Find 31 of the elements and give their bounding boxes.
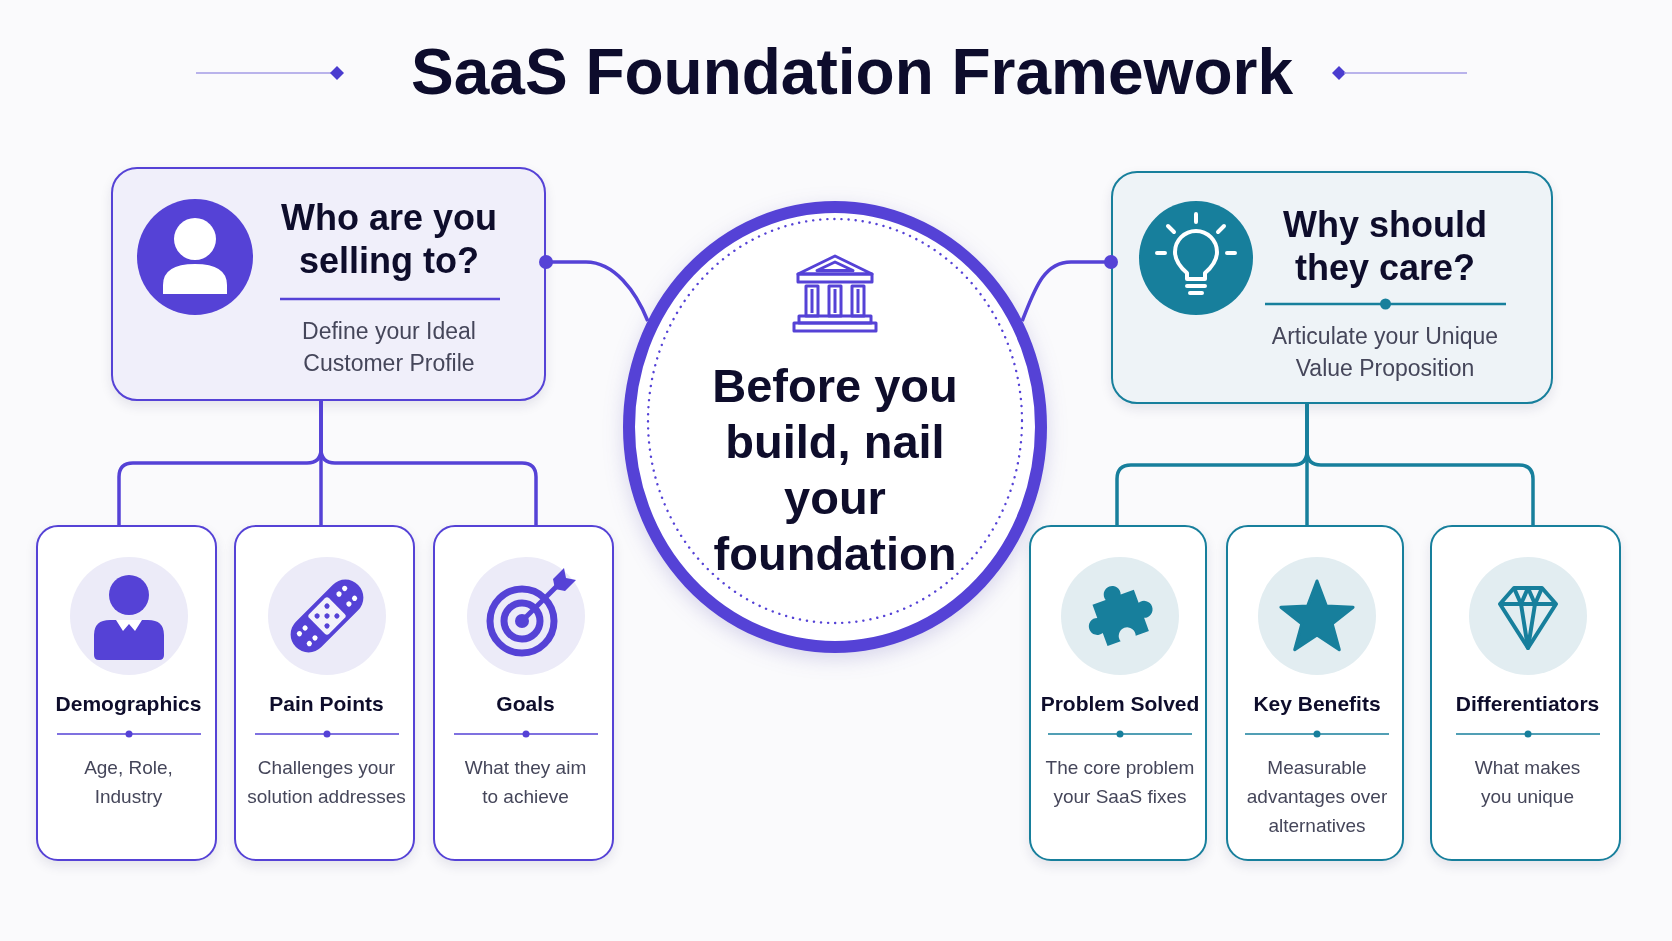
card-title: Problem Solved	[1040, 691, 1200, 717]
topic-card	[36, 525, 217, 861]
central-text: Before you build, nail your foundation	[711, 358, 959, 582]
diagram-title: SaaS Foundation Framework	[411, 35, 1293, 110]
connector	[539, 255, 650, 322]
card-title: Demographics	[55, 691, 202, 717]
card-description: What makes you unique	[1473, 756, 1582, 809]
card-heading: Who are you selling to?	[280, 196, 498, 282]
question-card	[1111, 171, 1553, 404]
card-description: What they aim to achieve	[463, 756, 588, 809]
card-heading: Why should they care?	[1282, 203, 1488, 289]
question-card	[111, 167, 546, 401]
card-description: Measurable advantages over alternatives	[1245, 756, 1389, 838]
card-subtitle: Define your Ideal Customer Profile	[301, 317, 477, 378]
topic-card	[433, 525, 614, 861]
card-description: Challenges your solution addresses	[246, 756, 407, 809]
card-description: The core problem your SaaS fixes	[1044, 756, 1196, 809]
topic-card	[1226, 525, 1404, 861]
topic-card	[1430, 525, 1621, 861]
connector	[1020, 255, 1118, 322]
card-title: Differentiators	[1455, 691, 1600, 717]
card-subtitle: Articulate your Unique Value Proposition	[1270, 322, 1500, 383]
topic-card	[1029, 525, 1207, 861]
central-circle	[623, 201, 1047, 653]
topic-card	[234, 525, 415, 861]
card-title: Goals	[496, 691, 555, 717]
connector	[319, 401, 538, 525]
connector	[1305, 404, 1535, 525]
card-title: Pain Points	[269, 691, 384, 717]
card-description: Age, Role, Industry	[83, 756, 174, 809]
card-title: Key Benefits	[1253, 691, 1381, 717]
